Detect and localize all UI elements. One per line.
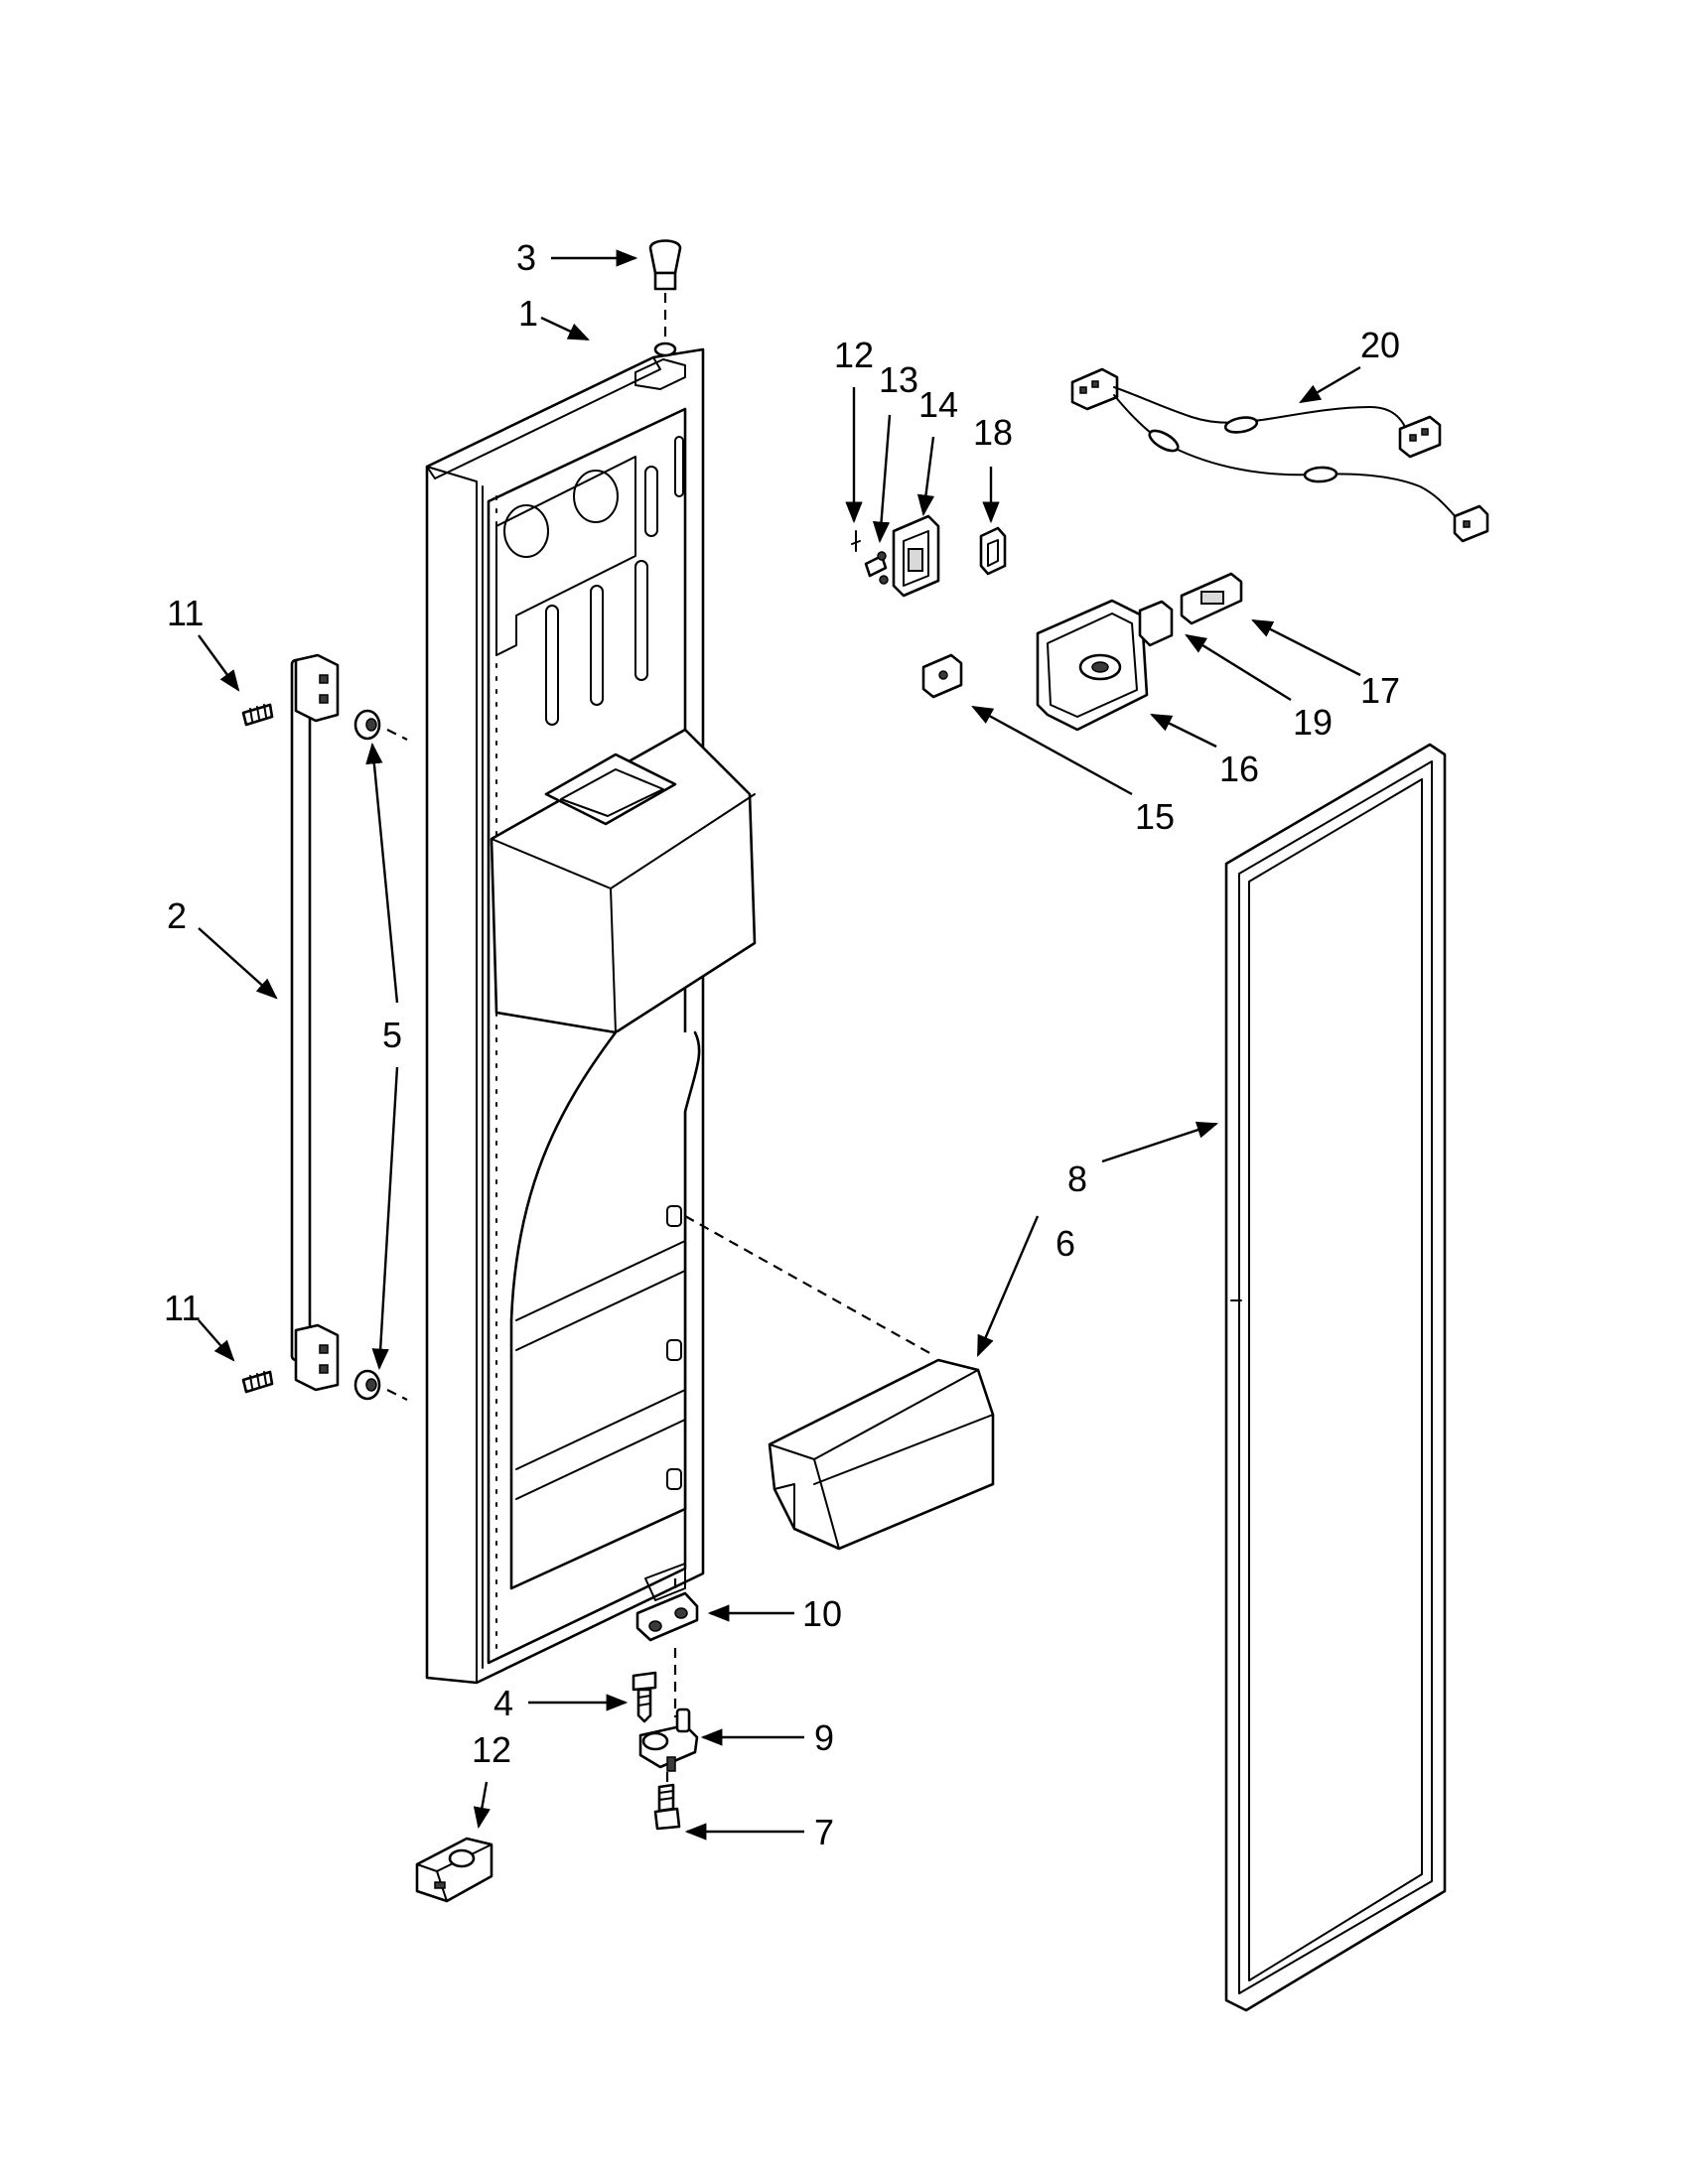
callout-11-bottom: 11 (164, 1288, 201, 1328)
hinge-cover (415, 1837, 493, 1903)
hinge-pin-screw (653, 1772, 681, 1831)
callout-13: 12 (834, 335, 874, 375)
callout-19: 18 (973, 412, 1013, 453)
callout-12: 12 (472, 1729, 511, 1770)
callout-4: 4 (493, 1683, 513, 1723)
callout-1: 1 (518, 293, 538, 334)
callout-10: 10 (802, 1593, 842, 1634)
callout-17: 16 (1219, 749, 1259, 789)
callout-15: 14 (918, 384, 958, 425)
light-housing (1036, 599, 1149, 732)
door-assembly (425, 347, 757, 1685)
handle-spacer-top (353, 709, 381, 741)
callout-7: 7 (814, 1812, 834, 1852)
callout-11-top: 11 (167, 593, 204, 633)
hinge-pin (638, 1707, 699, 1772)
hinge-cap (648, 239, 682, 357)
door-gasket-channel (482, 485, 497, 1669)
handle-spacer-bottom (353, 1369, 381, 1401)
callout-6: 6 (1055, 1223, 1075, 1264)
callout-3: 3 (516, 237, 536, 278)
wire-harness (1070, 367, 1489, 543)
pin (851, 530, 861, 552)
door-handle (290, 653, 340, 1392)
hinge-bracket (635, 1578, 699, 1717)
callout-21: 20 (1360, 325, 1400, 365)
mounting-clip (921, 653, 963, 699)
callout-labels: 3 1 11 2 5 11 12 13 14 18 20 17 19 16 15… (164, 237, 1400, 1852)
light-bracket (1138, 600, 1174, 647)
callout-2: 2 (167, 895, 187, 936)
callout-5: 5 (382, 1015, 402, 1055)
handle-screw-top (241, 703, 274, 727)
switch-bracket (979, 526, 1007, 576)
hinge-screw (632, 1671, 657, 1723)
callout-20: 19 (1293, 702, 1333, 743)
handle-screw-bottom (241, 1370, 274, 1394)
door-gasket (1224, 743, 1447, 2012)
switch-housing (892, 514, 940, 598)
dispenser-housing (490, 728, 757, 1590)
door-bin (768, 1358, 995, 1551)
callout-8: 8 (1067, 1159, 1087, 1199)
callout-9: 9 (814, 1717, 834, 1758)
spring-clip (864, 551, 889, 585)
leader-lines (198, 249, 1361, 1841)
callout-18: 17 (1360, 670, 1400, 711)
callout-14: 13 (879, 359, 918, 400)
control-board (1180, 572, 1243, 625)
callout-16: 15 (1135, 796, 1175, 837)
